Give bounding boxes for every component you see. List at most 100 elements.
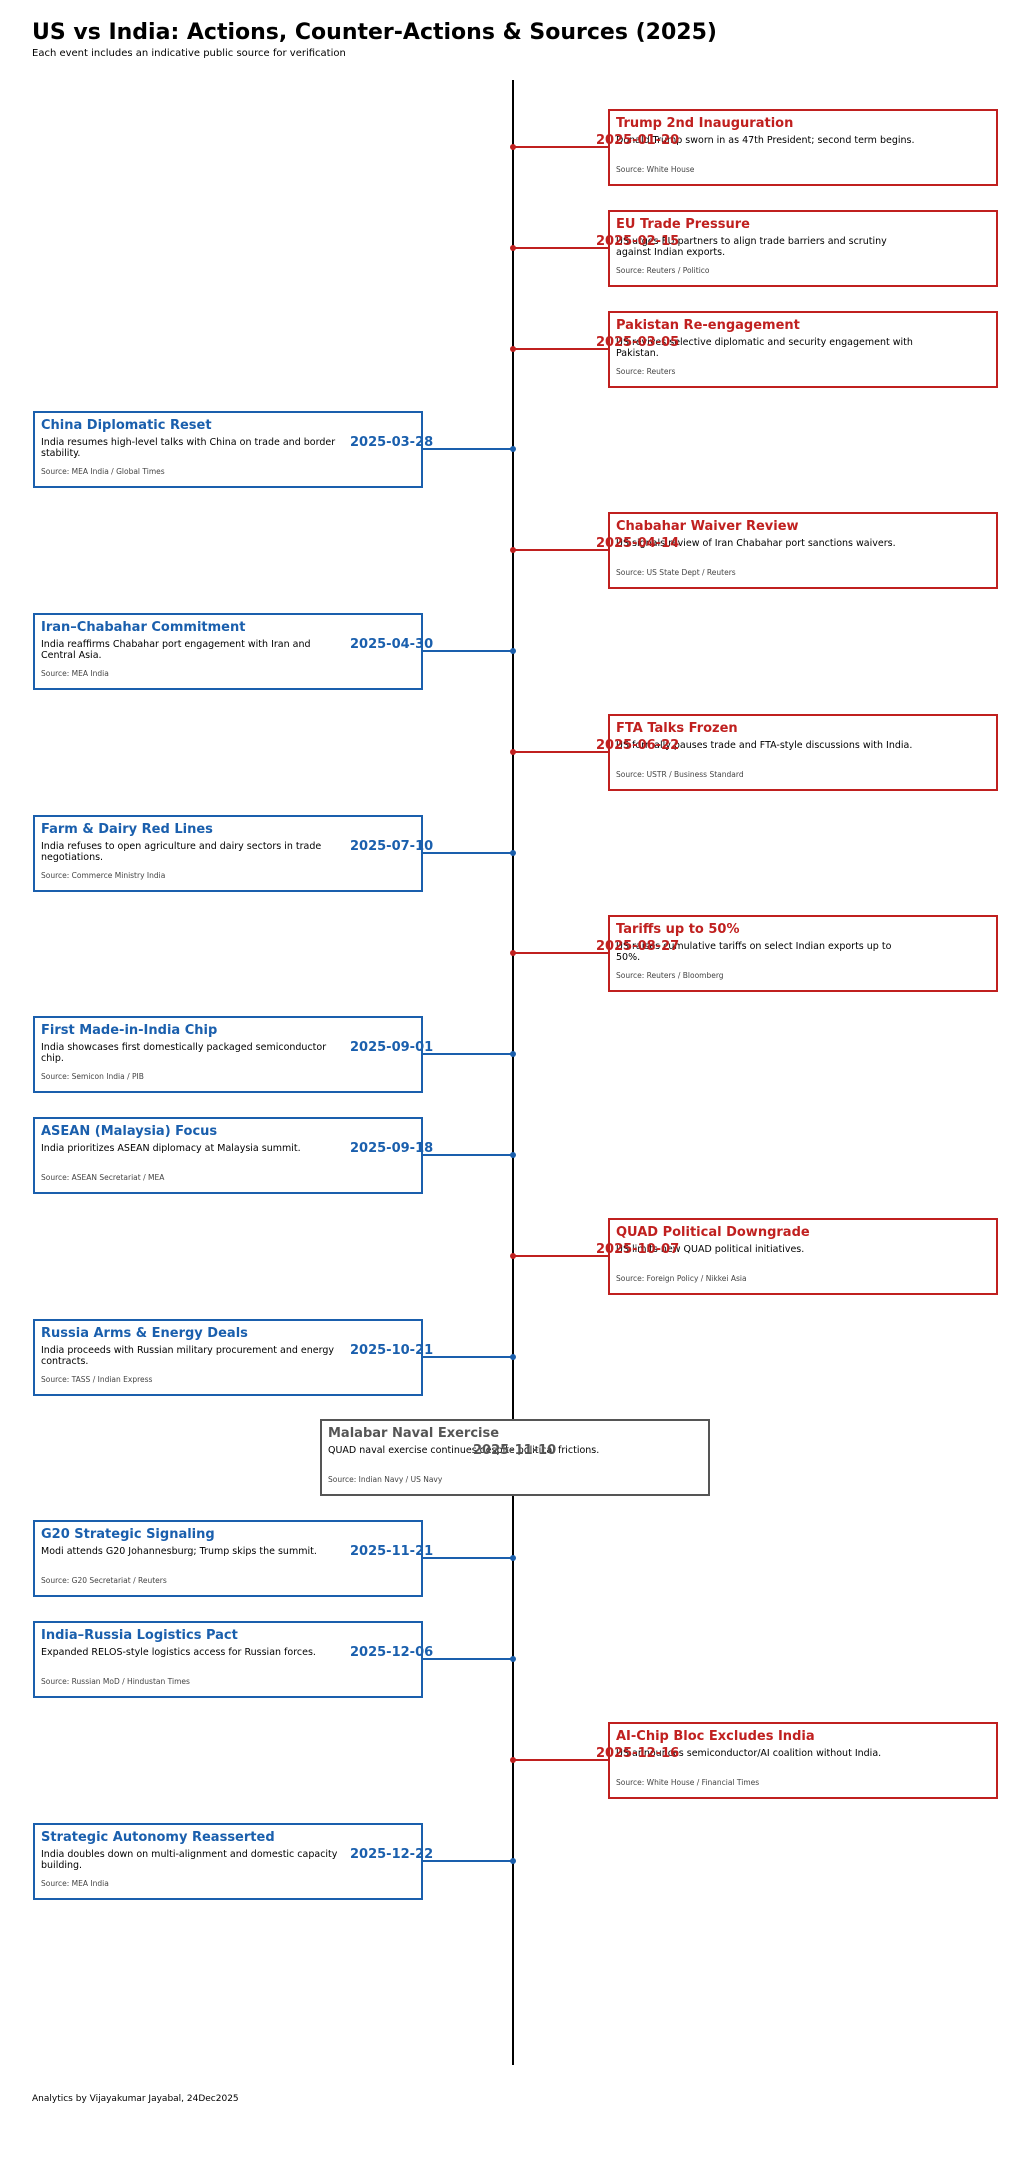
event-title: India–Russia Logistics Pact bbox=[41, 1627, 238, 1643]
page-subtitle: Each event includes an indicative public… bbox=[32, 48, 346, 59]
event-date: 2025-04-14 bbox=[596, 536, 680, 551]
event-connector bbox=[513, 247, 608, 249]
event-description: US announces semiconductor/AI coalition … bbox=[616, 1747, 882, 1759]
event-marker bbox=[510, 245, 516, 251]
event-source: Source: Indian Navy / US Navy bbox=[328, 1474, 443, 1484]
event-title: Trump 2nd Inauguration bbox=[616, 115, 794, 131]
timeline-axis bbox=[512, 80, 514, 2065]
event-connector bbox=[423, 1557, 513, 1559]
event-date: 2025-03-05 bbox=[596, 335, 680, 350]
event-marker bbox=[510, 749, 516, 755]
event-source: Source: USTR / Business Standard bbox=[616, 769, 744, 779]
event-marker bbox=[510, 850, 516, 856]
event-description: Modi attends G20 Johannesburg; Trump ski… bbox=[41, 1545, 317, 1557]
event-date: 2025-09-18 bbox=[350, 1141, 434, 1156]
event-source: Source: Semicon India / PIB bbox=[41, 1071, 144, 1081]
event-title: Strategic Autonomy Reasserted bbox=[41, 1829, 275, 1845]
event-source: Source: Commerce Ministry India bbox=[41, 870, 166, 880]
event-date: 2025-12-06 bbox=[350, 1645, 434, 1660]
event-description: Donald Trump sworn in as 47th President;… bbox=[616, 134, 915, 146]
event-connector bbox=[423, 448, 513, 450]
event-marker bbox=[510, 144, 516, 150]
event-source: Source: G20 Secretariat / Reuters bbox=[41, 1575, 167, 1585]
event-title: G20 Strategic Signaling bbox=[41, 1526, 215, 1542]
event-title: AI-Chip Bloc Excludes India bbox=[616, 1728, 815, 1744]
event-description: US urges EU partners to align trade barr… bbox=[616, 235, 887, 258]
event-description: India refuses to open agriculture and da… bbox=[41, 840, 322, 863]
event-connector bbox=[423, 1356, 513, 1358]
event-description: India resumes high-level talks with Chin… bbox=[41, 436, 336, 459]
event-date: 2025-07-10 bbox=[350, 839, 434, 854]
event-date: 2025-04-30 bbox=[350, 637, 434, 652]
event-date: 2025-09-01 bbox=[350, 1040, 434, 1055]
event-connector bbox=[423, 1154, 513, 1156]
event-connector bbox=[423, 852, 513, 854]
event-date: 2025-10-21 bbox=[350, 1343, 434, 1358]
event-card: AI-Chip Bloc Excludes India US announces … bbox=[608, 1721, 998, 1799]
event-connector bbox=[513, 549, 608, 551]
event-date: 2025-10-07 bbox=[596, 1242, 680, 1257]
event-title: Malabar Naval Exercise bbox=[328, 1425, 500, 1441]
event-card: Tariffs up to 50% US raises cumulative ta… bbox=[608, 914, 998, 992]
event-description: QUAD naval exercise continues despite po… bbox=[328, 1444, 600, 1456]
event-date: 2025-06-22 bbox=[596, 738, 680, 753]
event-date: 2025-03-28 bbox=[350, 435, 434, 450]
event-connector bbox=[513, 146, 608, 148]
event-marker bbox=[510, 1555, 516, 1561]
event-title: EU Trade Pressure bbox=[616, 216, 750, 232]
event-source: Source: MEA India bbox=[41, 1878, 109, 1888]
event-connector bbox=[423, 650, 513, 652]
event-marker bbox=[510, 1757, 516, 1763]
event-source: Source: MEA India bbox=[41, 668, 109, 678]
event-title: Russia Arms & Energy Deals bbox=[41, 1325, 248, 1341]
event-connector bbox=[513, 348, 608, 350]
event-title: Pakistan Re-engagement bbox=[616, 317, 800, 333]
event-title: QUAD Political Downgrade bbox=[616, 1224, 810, 1240]
footer-credit: Analytics by Vijayakumar Jayabal, 24Dec2… bbox=[32, 2094, 239, 2104]
event-title: Tariffs up to 50% bbox=[616, 921, 740, 937]
event-marker bbox=[510, 446, 516, 452]
event-marker bbox=[510, 1253, 516, 1259]
event-description: India prioritizes ASEAN diplomacy at Mal… bbox=[41, 1142, 301, 1154]
event-description: Expanded RELOS-style logistics access fo… bbox=[41, 1646, 316, 1658]
event-source: Source: Reuters bbox=[616, 366, 676, 376]
event-description: India reaffirms Chabahar port engagement… bbox=[41, 638, 311, 661]
event-connector bbox=[423, 1860, 513, 1862]
event-source: Source: Foreign Policy / Nikkei Asia bbox=[616, 1273, 747, 1283]
event-date: 2025-08-27 bbox=[596, 939, 680, 954]
event-connector bbox=[513, 1255, 608, 1257]
event-description: US limits new QUAD political initiatives… bbox=[616, 1243, 805, 1255]
page-title: US vs India: Actions, Counter-Actions & … bbox=[32, 20, 717, 45]
event-connector bbox=[423, 1658, 513, 1660]
event-title: FTA Talks Frozen bbox=[616, 720, 738, 736]
event-source: Source: Reuters / Politico bbox=[616, 265, 710, 275]
event-title: Iran–Chabahar Commitment bbox=[41, 619, 246, 635]
event-marker bbox=[510, 346, 516, 352]
event-description: US raises cumulative tariffs on select I… bbox=[616, 940, 892, 963]
event-date: 2025-12-22 bbox=[350, 1847, 434, 1862]
event-source: Source: TASS / Indian Express bbox=[41, 1374, 153, 1384]
event-description: India doubles down on multi-alignment an… bbox=[41, 1848, 338, 1871]
event-marker bbox=[510, 1051, 516, 1057]
event-description: India proceeds with Russian military pro… bbox=[41, 1344, 335, 1367]
event-title: First Made-in-India Chip bbox=[41, 1022, 218, 1038]
event-date: 2025-01-20 bbox=[596, 133, 680, 148]
event-card: QUAD Political Downgrade US limits new QU… bbox=[608, 1217, 998, 1295]
event-source: Source: MEA India / Global Times bbox=[41, 466, 165, 476]
event-connector bbox=[513, 952, 608, 954]
event-connector bbox=[513, 1759, 608, 1761]
event-marker bbox=[510, 547, 516, 553]
event-source: Source: ASEAN Secretariat / MEA bbox=[41, 1172, 165, 1182]
